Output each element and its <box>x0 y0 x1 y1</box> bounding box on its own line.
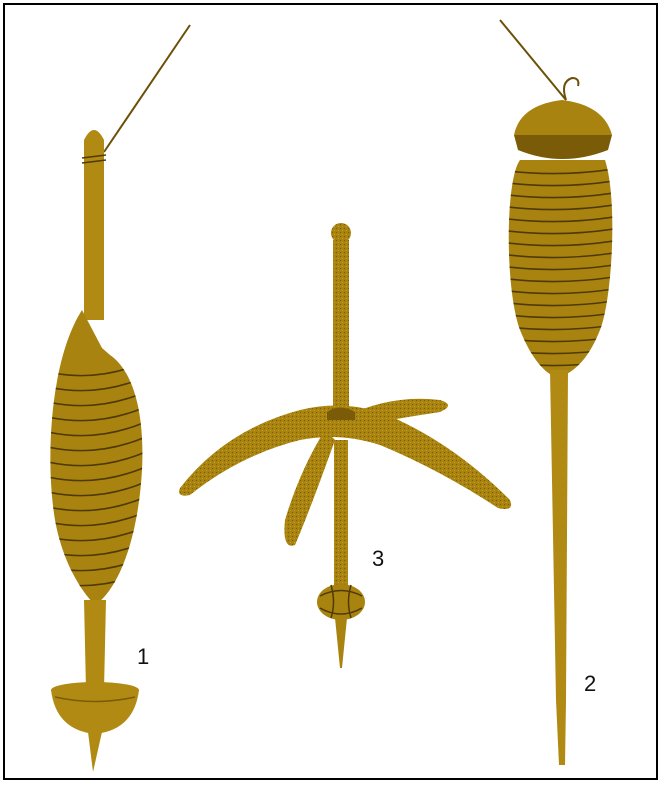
spindle-1-shaft-bottom <box>84 600 106 690</box>
spindle-1 <box>40 25 190 772</box>
spindle-2-hook <box>564 78 578 100</box>
spindle-2-shaft <box>550 370 568 765</box>
spindle-2-cop <box>500 160 620 378</box>
spindle-2-yarn-lead <box>500 20 566 100</box>
spindle-3-tip <box>335 618 347 668</box>
spindle-2-whorl-top <box>514 100 612 135</box>
spindle-2 <box>500 20 620 765</box>
spindle-2-whorl-rim <box>514 135 612 159</box>
spindle-3-arm-front <box>284 430 335 546</box>
spindle-1-yarn-lead <box>104 25 190 152</box>
label-spindle-2: 2 <box>584 671 596 697</box>
spindle-1-cop <box>40 310 150 605</box>
label-spindle-3: 3 <box>372 546 384 572</box>
spindle-1-tip <box>88 732 102 772</box>
spindle-3-bead <box>317 584 365 620</box>
spindle-1-shaft-top <box>84 130 104 320</box>
label-spindle-1: 1 <box>137 644 149 670</box>
spindle-3-shaft-top <box>333 240 349 415</box>
spindle-3 <box>179 223 511 668</box>
spindle-1-whorl <box>51 690 139 734</box>
spindle-3-shaft-bottom <box>334 440 348 590</box>
